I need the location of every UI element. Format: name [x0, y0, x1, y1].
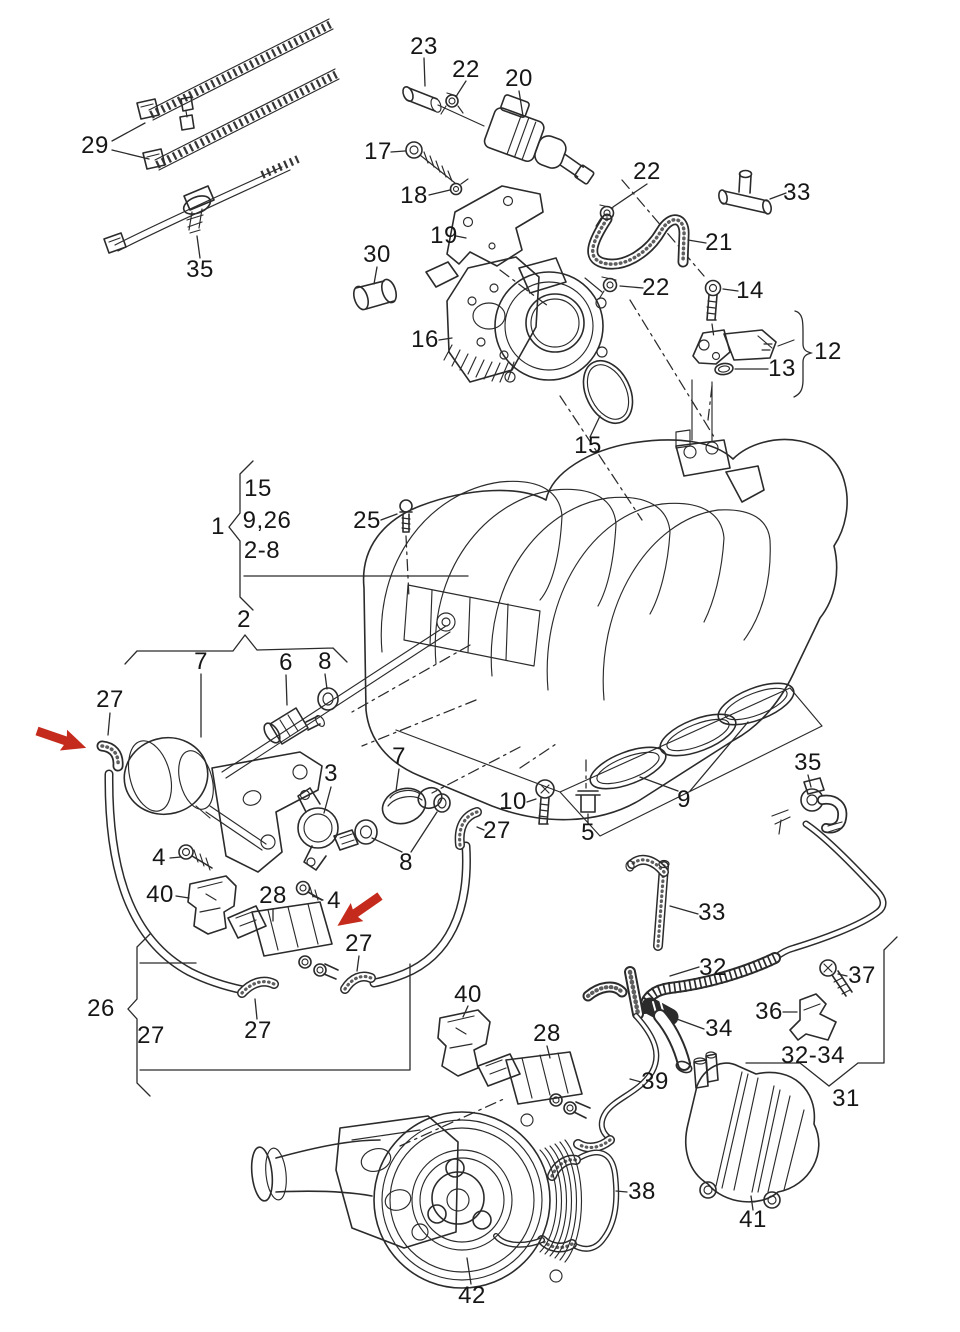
actuator-cluster — [102, 687, 477, 1097]
red-arrow-icon — [33, 720, 90, 759]
map-sensor-group — [692, 279, 814, 398]
red-arrow-icon — [331, 886, 387, 935]
lower-solenoid-group — [437, 972, 656, 1147]
leader-lines — [107, 57, 848, 1285]
cable-tie-35 — [103, 155, 300, 254]
construction-lines — [351, 179, 717, 1147]
intake-manifold — [221, 429, 848, 837]
water-pump-42 — [250, 1111, 583, 1289]
hose-21-group — [593, 169, 772, 300]
group-bracket-1 — [228, 460, 469, 611]
red-arrows — [33, 720, 387, 935]
vacuum-pump-41 — [685, 1051, 820, 1209]
purge-valve-assembly — [352, 86, 595, 311]
right-pipe-group — [625, 777, 898, 1087]
cable-ties-29 — [136, 18, 340, 171]
o-ring-15 — [582, 360, 634, 424]
group-bracket-2 — [124, 633, 348, 665]
throttle-body-16 — [443, 256, 608, 383]
